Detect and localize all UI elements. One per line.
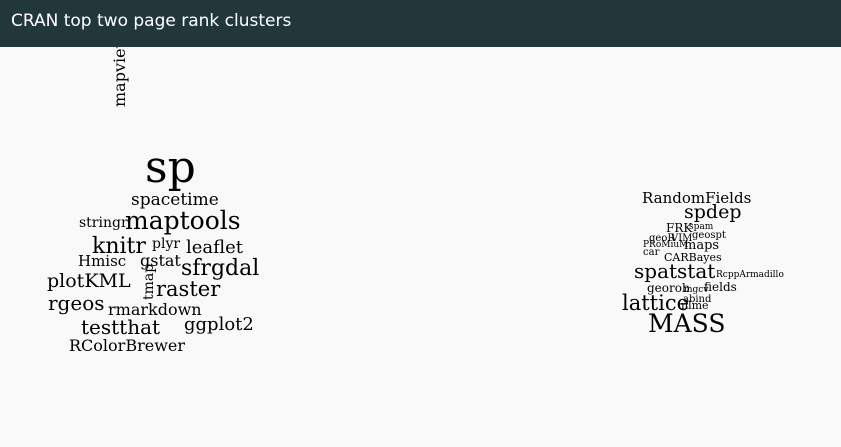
header-bar: CRAN top two page rank clusters	[0, 0, 841, 47]
word-mapview: mapview	[110, 47, 129, 107]
word-maps: maps	[684, 238, 719, 253]
word-rgeos: rgeos	[48, 291, 105, 315]
word-knitr: knitr	[92, 234, 146, 259]
word-tmap: tmap	[141, 264, 157, 300]
word-spatstat: spatstat	[634, 259, 715, 283]
word-fields: fields	[704, 280, 737, 294]
word-abind: abind	[683, 294, 712, 305]
word-spacetime: spacetime	[131, 190, 219, 210]
word-georob: georob	[647, 281, 690, 295]
word-stringr: stringr	[79, 215, 128, 231]
word-geor: geoR	[649, 233, 675, 244]
word-mass: MASS	[648, 309, 725, 338]
word-sfrgdal: sfrgdal	[181, 256, 259, 281]
word-spam: spam	[689, 222, 714, 232]
word-randomfields: RandomFields	[642, 189, 751, 207]
word-car: car	[643, 247, 660, 258]
word-hmisc: Hmisc	[78, 252, 126, 270]
word-spdep: spdep	[684, 201, 741, 223]
word-rmarkdown: rmarkdown	[108, 300, 202, 319]
word-rcolorbrewer: RColorBrewer	[69, 336, 185, 355]
word-gstat: gstat	[140, 251, 181, 270]
word-lattice: lattice	[622, 291, 689, 315]
word-mgcv: mgcv	[684, 285, 709, 295]
word-plotkml: plotKML	[47, 270, 131, 292]
page-title: CRAN top two page rank clusters	[11, 11, 292, 31]
word-ggplot2: ggplot2	[184, 314, 254, 335]
word-geospt: geospt	[692, 230, 726, 241]
word-sp: sp	[145, 142, 196, 193]
word-testthat: testthat	[81, 315, 160, 339]
word-carbayes: CARBayes	[664, 251, 722, 264]
word-nlme: nlme	[681, 299, 709, 312]
word-frk: FRK	[666, 221, 693, 235]
word-plyr: plyr	[152, 236, 180, 252]
word-vim: VIM	[670, 233, 692, 244]
word-promium: PRoMiuM	[643, 240, 688, 250]
word-rcpparmadillo: RcppArmadillo	[716, 270, 784, 280]
word-maptools: maptools	[125, 206, 241, 235]
word-raster: raster	[156, 277, 221, 301]
word-leaflet: leaflet	[186, 237, 244, 258]
